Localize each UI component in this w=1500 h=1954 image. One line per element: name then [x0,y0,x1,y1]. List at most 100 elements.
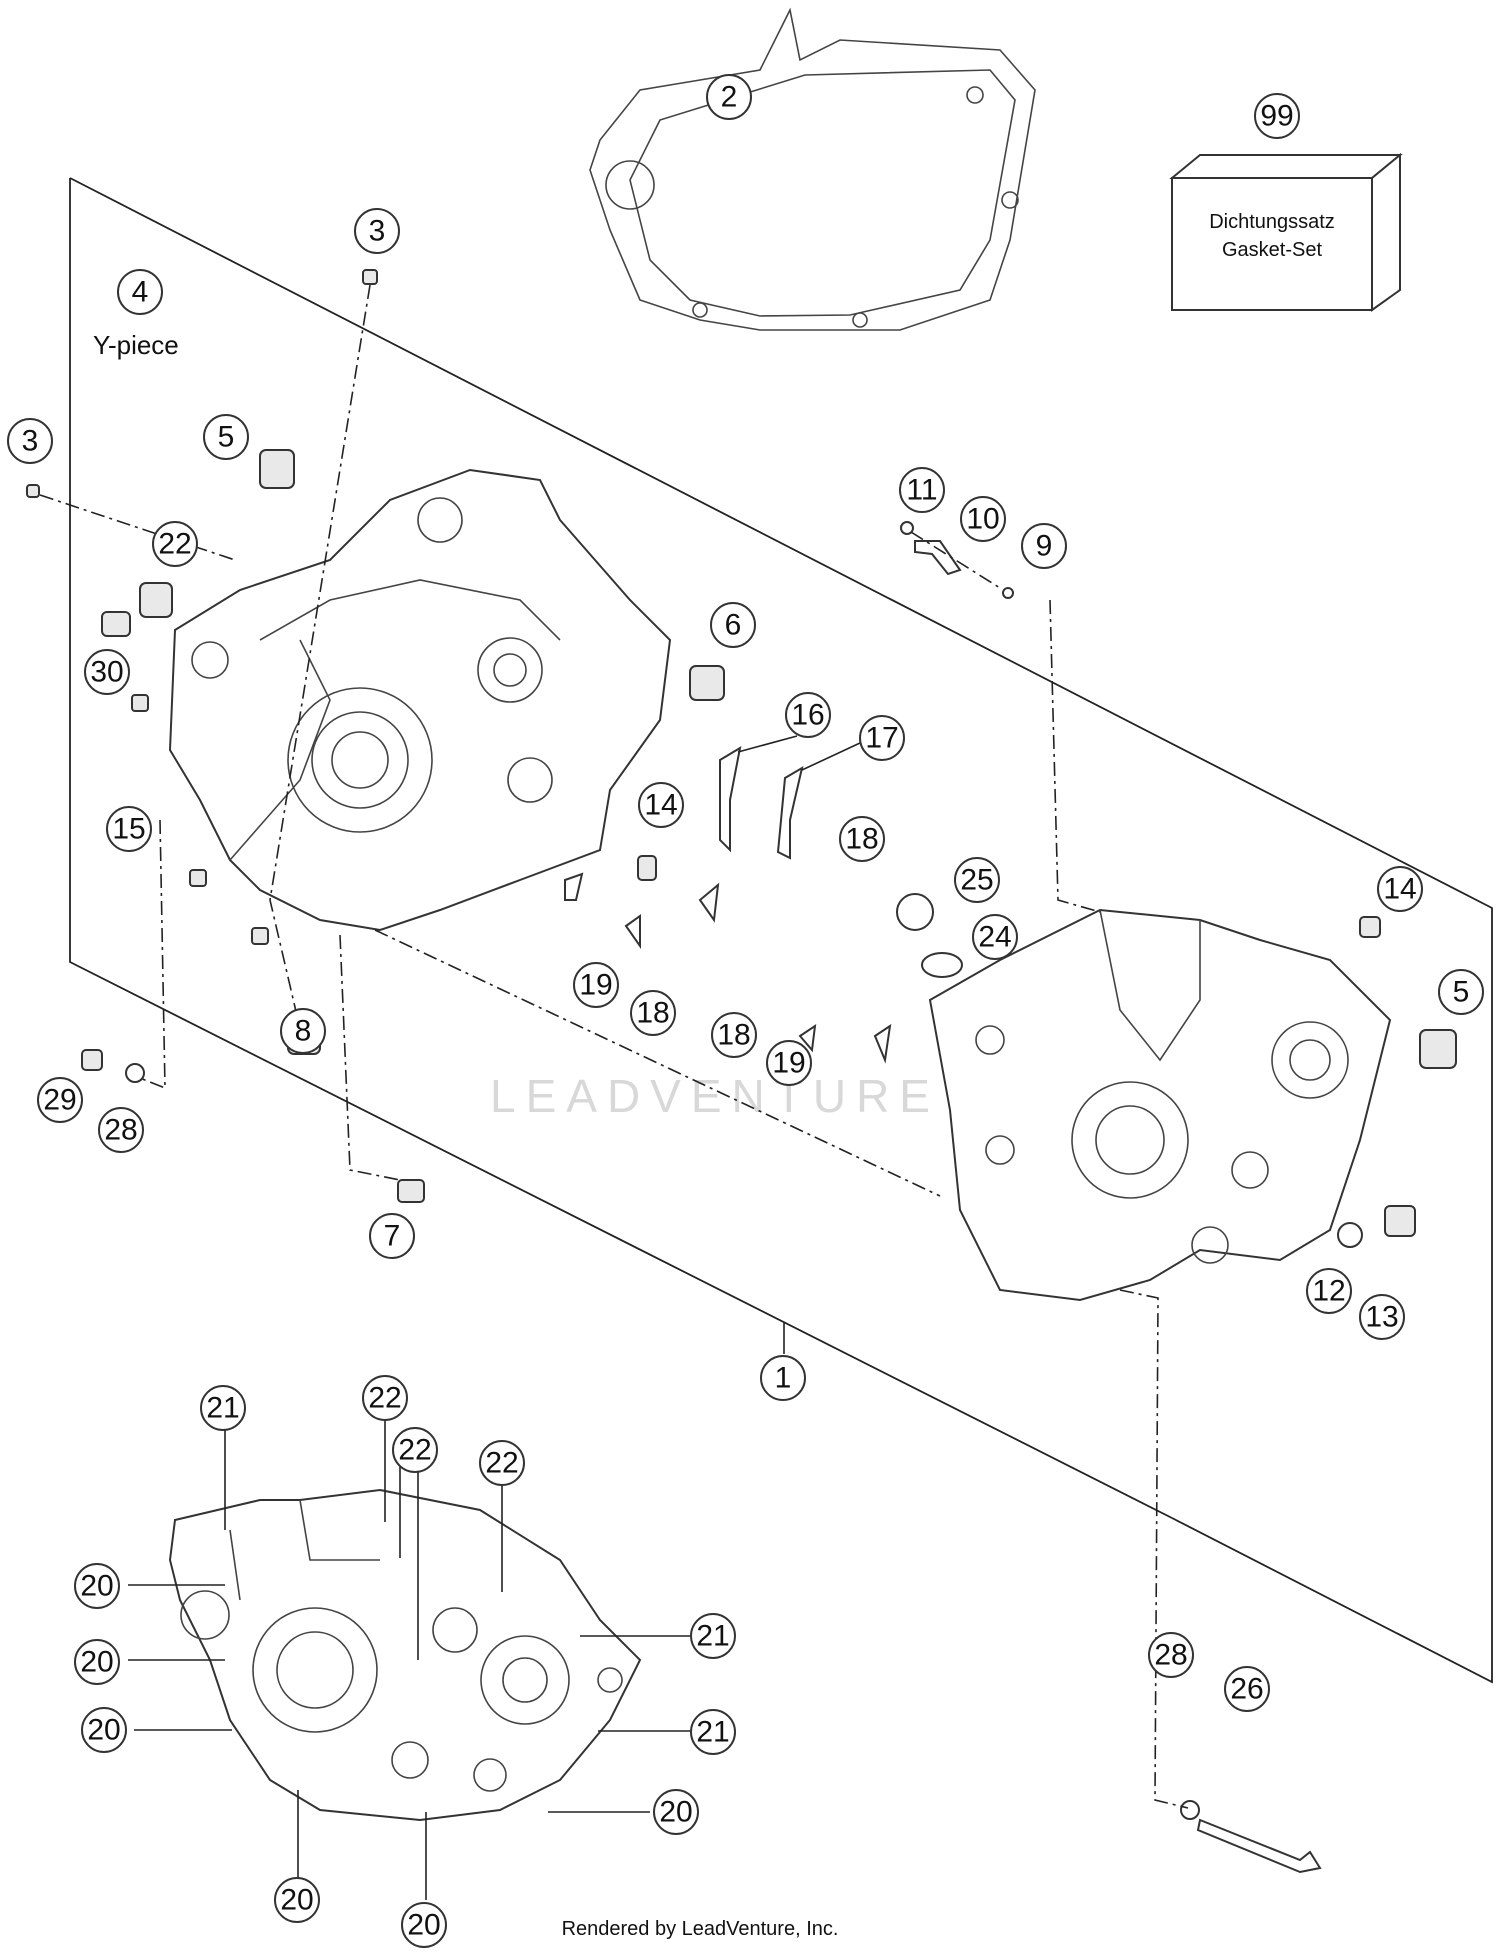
crankcase-side-view [168,1488,642,1822]
svg-text:19: 19 [772,1047,805,1080]
svg-text:9: 9 [1036,530,1053,563]
svg-text:25: 25 [960,864,993,897]
svg-text:16: 16 [791,699,824,732]
svg-text:14: 14 [644,789,677,822]
dowel-pin-5 [259,449,295,489]
dowel-14-right [1359,916,1381,938]
sleeve-30 [101,611,131,637]
callout-29: 29 [37,1077,83,1123]
y-piece-label: Y-piece [93,330,179,360]
callout-6: 6 [710,602,756,648]
callout-12: 12 [1306,1268,1352,1314]
callout-20-c: 20 [81,1707,127,1753]
crankcase-gasket [589,7,1036,331]
screw-11 [900,521,914,535]
svg-text:15: 15 [112,813,145,846]
callout-19-right: 19 [766,1040,812,1086]
callout-30: 30 [84,649,130,695]
washer-12 [1337,1222,1363,1248]
screw-15b [189,869,207,887]
callout-28-left: 28 [98,1107,144,1153]
svg-text:22: 22 [398,1434,431,1467]
callout-18-c: 18 [711,1012,757,1058]
callout-20-b: 20 [74,1639,120,1685]
callout-28-right: 28 [1148,1632,1194,1678]
gasket-set-box: Dichtungssatz Gasket-Set [1169,152,1403,312]
clip-9 [1002,587,1014,599]
svg-text:28: 28 [1154,1639,1187,1672]
callout-20-d: 20 [653,1789,699,1835]
washer-28-right [1180,1800,1200,1820]
callout-18-b: 18 [630,990,676,1036]
callout-10: 10 [960,496,1006,542]
svg-text:22: 22 [368,1382,401,1415]
callout-15: 15 [106,806,152,852]
callout-7: 7 [369,1213,415,1259]
bearing-retainer-17 [776,765,804,860]
svg-text:1: 1 [775,1362,792,1395]
left-crankcase-half [168,468,672,932]
svg-text:5: 5 [218,421,235,454]
callout-21-right-b: 21 [690,1709,736,1755]
plug-7 [397,1179,425,1203]
oil-nozzle-19e [624,914,641,950]
callout-18-a: 18 [839,816,885,862]
svg-text:17: 17 [865,722,898,755]
assembly-frame-left [69,178,1173,1519]
svg-text:8: 8 [295,1015,312,1048]
bushing-24 [139,582,173,618]
svg-text:28: 28 [104,1114,137,1147]
svg-text:3: 3 [22,425,39,458]
o-ring-25 [921,952,963,978]
plug-26 [896,893,934,931]
plug-13 [1384,1205,1416,1237]
screw-15c [251,927,269,945]
svg-text:26: 26 [1230,1673,1263,1706]
callout-1: 1 [760,1355,806,1401]
callout-19-left: 19 [573,962,619,1008]
svg-text:24: 24 [978,921,1011,954]
svg-text:21: 21 [696,1620,729,1653]
svg-text:10: 10 [966,503,999,536]
svg-text:18: 18 [717,1019,750,1052]
callout-11: 11 [899,467,945,513]
callout-22-c: 22 [479,1440,525,1486]
callout-3-left: 3 [7,418,53,464]
callout-14-left: 14 [638,782,684,828]
oil-nozzle-19b [798,1023,817,1053]
callout-22-b: 22 [392,1427,438,1473]
svg-text:7: 7 [384,1220,401,1253]
callout-5-left: 5 [203,414,249,460]
dowel-14-left [637,855,657,881]
right-crankcase-half [928,908,1392,1302]
svg-text:20: 20 [280,1884,313,1917]
bracket-10 [914,540,962,576]
callout-27: 26 [1224,1666,1270,1712]
svg-text:19: 19 [579,969,612,1002]
svg-text:22: 22 [158,528,191,561]
callout-26: 25 [954,857,1000,903]
svg-text:20: 20 [80,1570,113,1603]
callout-25: 24 [972,914,1018,960]
svg-text:29: 29 [43,1084,76,1117]
screw-15a [131,694,149,712]
rendered-by-credit: Rendered by LeadVenture, Inc. [562,1918,839,1940]
svg-text:4: 4 [132,276,149,309]
svg-text:20: 20 [80,1646,113,1679]
svg-text:2: 2 [721,81,738,114]
svg-text:18: 18 [845,823,878,856]
oil-nozzle-19d [698,882,720,923]
callout-leaders [128,735,876,1900]
svg-text:20: 20 [659,1796,692,1829]
svg-text:99: 99 [1260,100,1293,133]
callout-5-right: 5 [1438,969,1484,1015]
screw-29 [81,1049,103,1071]
svg-text:11: 11 [906,474,937,507]
gasket-set-label-de: Dichtungssatz [1209,211,1335,233]
callout-9: 9 [1021,523,1067,569]
svg-text:3: 3 [369,215,386,248]
callout-14-right: 14 [1377,866,1423,912]
svg-text:18: 18 [636,997,669,1030]
callout-8: 8 [280,1008,326,1054]
